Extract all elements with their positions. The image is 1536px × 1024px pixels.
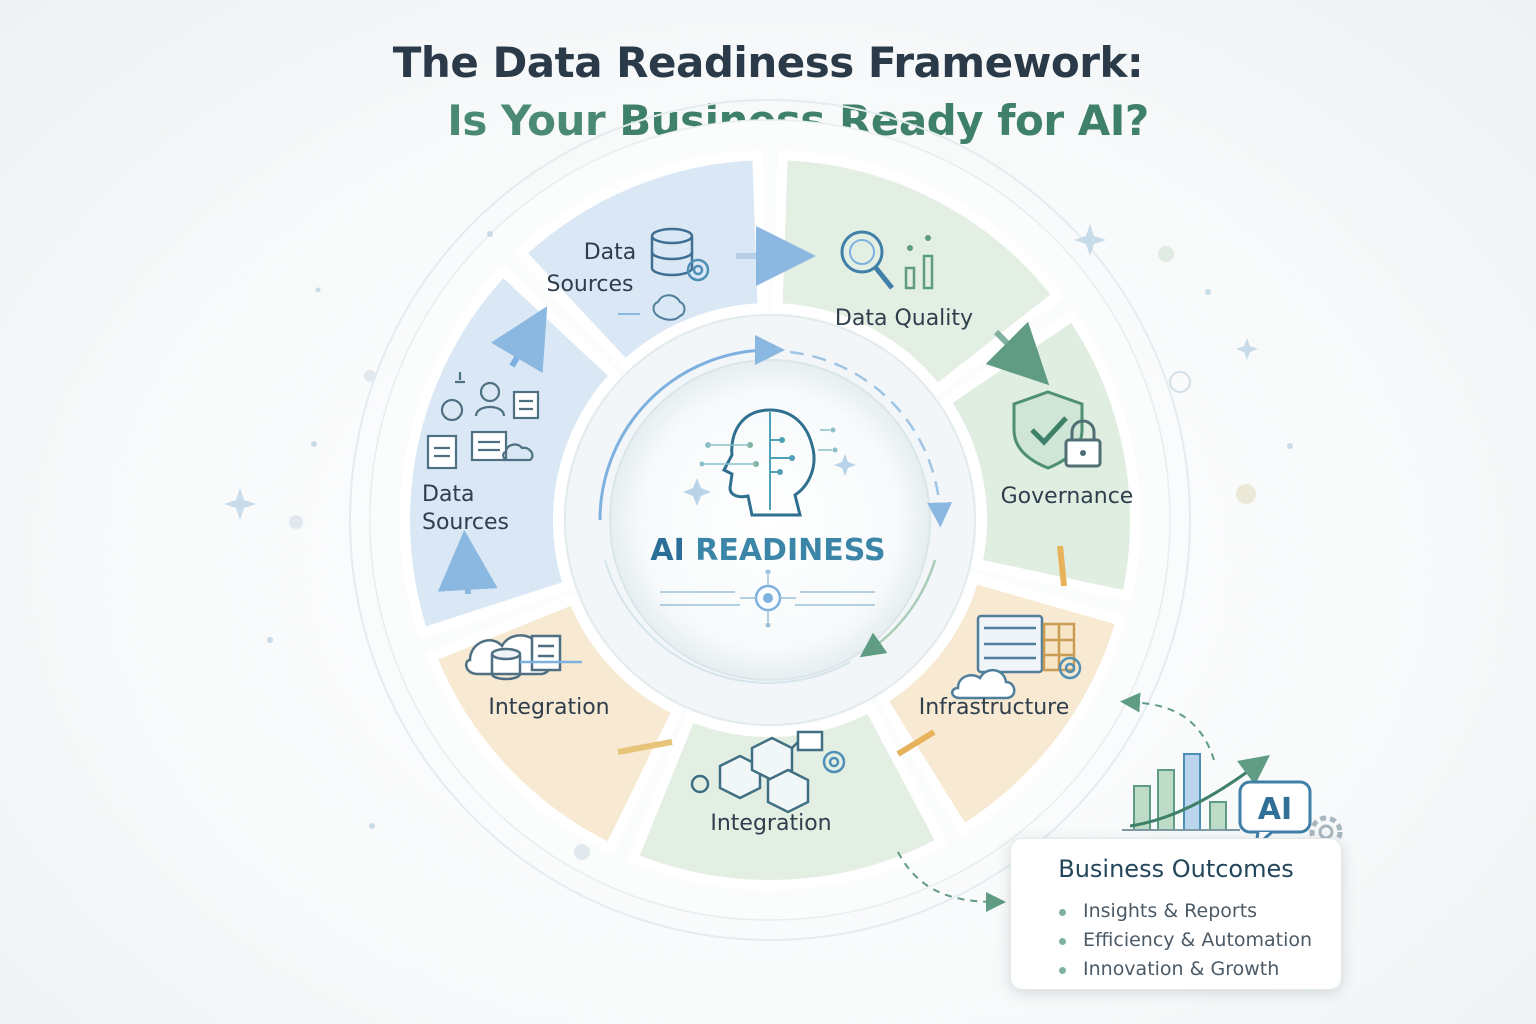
inner-cycle-arc-lower — [604, 559, 851, 684]
business-outcomes-title: Business Outcomes — [1058, 855, 1294, 883]
center-label-a: AI — [650, 533, 695, 568]
ai-head-icon — [699, 408, 838, 517]
label-integration-left: Integration — [488, 695, 609, 720]
title-line-1-c: Framework: — [853, 38, 1144, 87]
label-data-quality: Data Quality — [835, 306, 973, 331]
title-line-2-a: Is Your — [447, 96, 620, 145]
arrow-governance-to-infra — [1057, 545, 1067, 587]
center-disc — [609, 359, 931, 681]
arrow-left-to-sources — [437, 530, 498, 595]
arrow-infra-to-integration — [896, 729, 936, 757]
outer-ring — [349, 99, 1191, 941]
server-cloud-icon — [951, 614, 1082, 700]
center-label: AI READINESS — [650, 533, 885, 568]
label-governance: Governance — [1001, 484, 1134, 509]
label-data-sources-top-line2: Sources — [546, 272, 633, 297]
label-integration-bottom: Integration — [710, 811, 831, 836]
title-line-1-a: The — [392, 38, 493, 87]
label-data-sources-top-line1: Data — [584, 240, 637, 265]
label-infrastructure: Infrastructure — [919, 695, 1070, 720]
business-outcomes-card: Business Outcomes Insights & Reports Eff… — [1010, 838, 1342, 990]
ai-chat-bubble-icon: AI — [1238, 780, 1312, 850]
shield-lock-icon — [1012, 390, 1102, 470]
magnifier-chart-icon — [840, 230, 934, 290]
database-gear-icon — [618, 227, 710, 321]
title-line-1-b: Data Readiness — [492, 38, 854, 87]
inner-cycle-arc-green — [859, 559, 937, 658]
business-outcomes-list: Insights & Reports Efficiency & Automati… — [1057, 897, 1312, 984]
cloud-database-icon — [464, 634, 582, 681]
documents-icon — [426, 372, 540, 470]
label-data-sources-left-line1: Data — [422, 482, 475, 507]
inner-cycle-arc-blue — [598, 335, 785, 521]
outcome-item: Efficiency & Automation — [1057, 926, 1312, 955]
decorative-sparkles — [224, 224, 1293, 860]
sparkle-icon — [683, 454, 856, 506]
center-label-b: READINESS — [695, 533, 885, 568]
cubes-gear-icon — [690, 730, 846, 814]
growth-bar-chart-icon — [1122, 753, 1271, 831]
arrow-quality-to-governance — [985, 321, 1050, 386]
arrow-sources-left-to-top — [490, 306, 548, 374]
arrow-integration-to-left — [617, 739, 673, 755]
title-line-1: The Data Readiness Framework: — [0, 38, 1536, 87]
dashed-connector-bottom — [897, 851, 1006, 912]
dashed-connector-top — [1120, 692, 1215, 761]
inner-cycle-arc-dashed — [789, 350, 953, 528]
label-data-sources-left-line2: Sources — [422, 510, 509, 535]
segment-data-sources-top — [516, 150, 768, 370]
ai-badge-text: AI — [1258, 792, 1292, 827]
circuit-icon — [660, 569, 875, 628]
flow-arrows — [437, 226, 1067, 757]
outcome-item: Innovation & Growth — [1057, 955, 1312, 984]
outcome-item: Insights & Reports — [1057, 897, 1312, 926]
